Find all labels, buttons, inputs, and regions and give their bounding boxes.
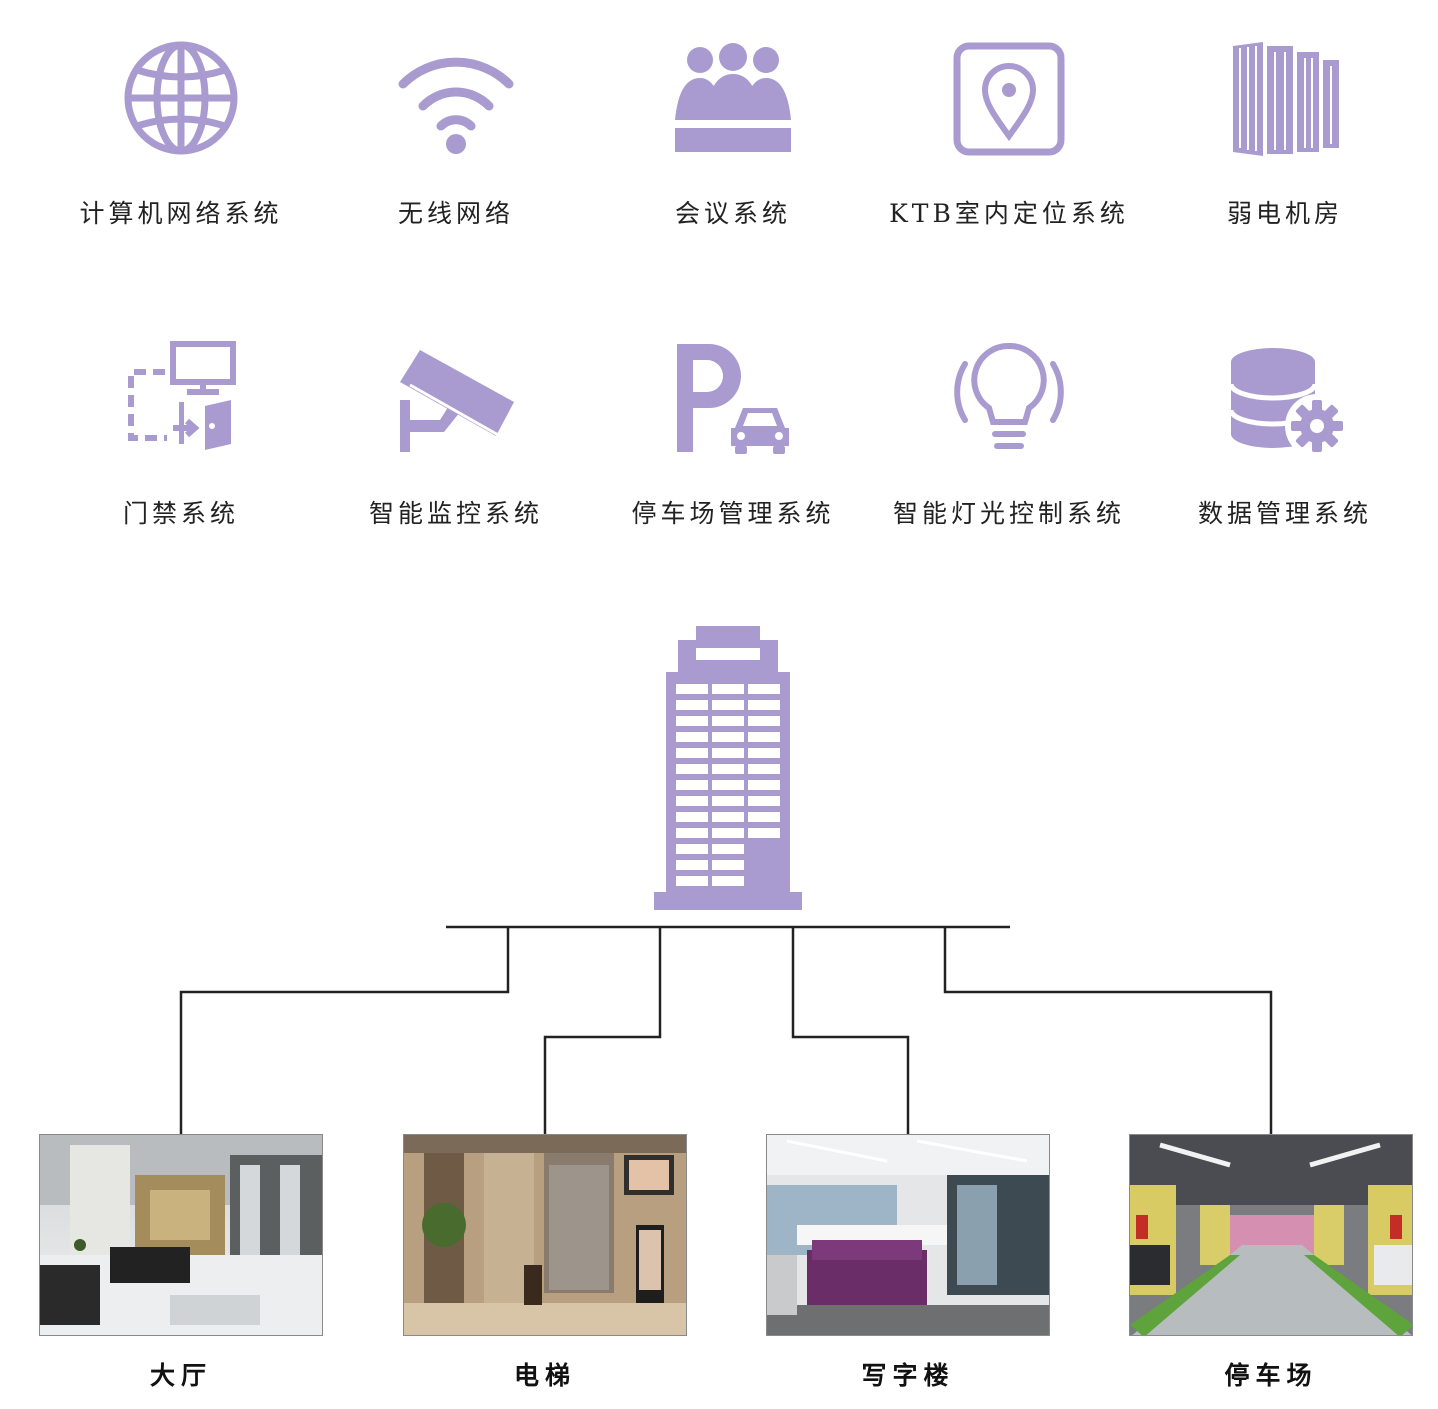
elevator-photo	[403, 1134, 687, 1336]
system-label: 计算机网络系统	[79, 199, 283, 228]
system-label: 停车场管理系统	[631, 499, 835, 528]
system-surveillance: 智能监控系统	[321, 340, 591, 530]
globe-icon	[124, 41, 238, 155]
server-rack-icon	[1233, 42, 1339, 156]
system-lighting-control: 智能灯光控制系统	[874, 340, 1144, 530]
area-label: 大厅	[149, 1361, 212, 1390]
database-gear-icon	[1228, 348, 1345, 458]
system-data-management: 数据管理系统	[1150, 340, 1420, 530]
system-access-control: 门禁系统	[46, 340, 316, 530]
light-bulb-icon	[954, 342, 1064, 449]
location-pin-icon	[953, 42, 1065, 156]
system-server-room: 弱电机房	[1150, 40, 1420, 230]
system-label: 无线网络	[397, 199, 514, 228]
area-label: 电梯	[513, 1361, 576, 1390]
office-tower-icon	[654, 626, 802, 910]
system-label: KTB室内定位系统	[889, 199, 1129, 228]
meeting-people-icon	[675, 43, 791, 152]
cctv-camera-icon	[400, 350, 514, 452]
parking-car-icon	[677, 344, 789, 454]
system-label: 智能灯光控制系统	[892, 499, 1125, 528]
system-label: 数据管理系统	[1197, 499, 1372, 528]
system-label: 智能监控系统	[368, 499, 543, 528]
wifi-icon	[398, 57, 514, 154]
area-label: 写字楼	[861, 1361, 955, 1390]
system-computer-network: 计算机网络系统	[46, 40, 316, 230]
system-wireless: 无线网络	[321, 40, 591, 230]
lobby-photo	[39, 1134, 323, 1336]
parking-lot-photo	[1129, 1134, 1413, 1336]
access-door-icon	[128, 341, 236, 450]
system-label: 门禁系统	[122, 499, 239, 528]
system-ktb-positioning: KTB室内定位系统	[874, 40, 1144, 230]
system-conference: 会议系统	[598, 40, 868, 230]
system-label: 会议系统	[674, 199, 791, 228]
office-photo	[766, 1134, 1050, 1336]
system-parking-management: 停车场管理系统	[598, 340, 868, 530]
area-label: 停车场	[1224, 1361, 1318, 1390]
system-label: 弱电机房	[1226, 199, 1343, 228]
